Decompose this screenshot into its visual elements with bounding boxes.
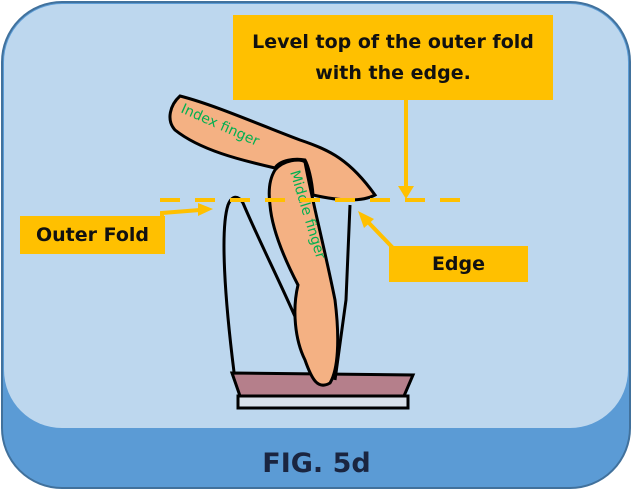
level-instruction-callout: Level top of the outer fold with the edg… [233, 15, 553, 100]
edge-callout: Edge [389, 246, 528, 282]
top-arrow-head [398, 186, 414, 199]
middle-finger [267, 158, 340, 387]
base-plate [236, 394, 410, 410]
edge-arrow-head [358, 211, 374, 228]
outer-fold-outline [222, 195, 320, 376]
outer-fold-arrow-head [198, 203, 213, 216]
figure-caption: FIG. 5d [262, 448, 371, 479]
index-finger [168, 94, 378, 202]
edge-arrow [366, 220, 395, 250]
outer-fold-callout: Outer Fold [20, 216, 165, 254]
